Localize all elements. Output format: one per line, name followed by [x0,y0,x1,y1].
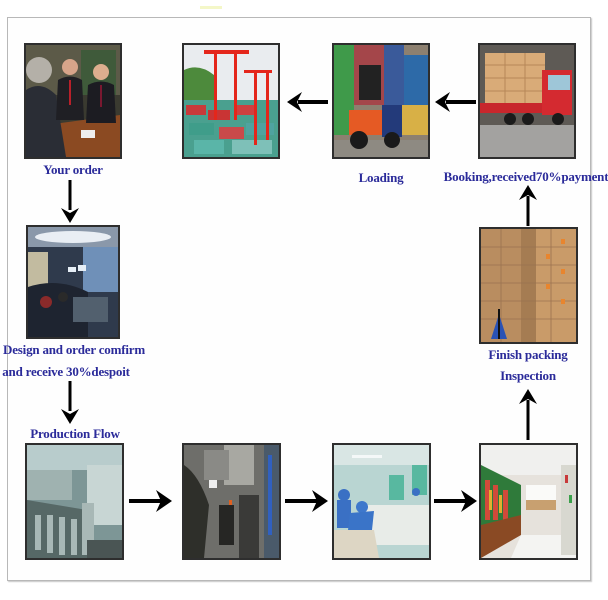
factory-machinery-photo [25,443,124,560]
arrow-right-icon [285,488,329,514]
step-label-production-flow: Production Flow [30,426,120,441]
arrow-down-icon [60,180,80,224]
clean-room-workers-photo [332,443,431,560]
business-meeting-photo [24,43,122,159]
forklift-containers-photo [332,43,430,159]
showroom-photo [479,443,578,560]
arrow-left-icon [286,90,328,114]
stacked-cartons-photo [479,227,578,344]
container-port-photo [182,43,280,159]
step-label-finish-packing: Finish packing [488,347,568,362]
arrow-right-icon [434,488,478,514]
arrow-left-icon [434,90,476,114]
step-label-booking: Booking,received70%payment [443,169,608,184]
packaging-machine-photo [182,443,281,560]
arrow-up-icon [518,184,538,226]
design-office-photo [26,225,120,339]
step-label-inspection: Inspection [500,368,556,383]
step-label-loading: Loading [358,170,404,185]
arrow-right-icon [129,488,173,514]
top-mark [200,6,222,9]
step-label-design-line2: and receive 30%despoit [2,364,130,379]
arrow-down-icon [60,381,80,425]
step-label-your-order: Your order [43,162,103,177]
cargo-truck-photo [478,43,576,159]
step-label-design-line1: Design and order comfirm [3,342,145,357]
arrow-up-icon [518,388,538,440]
